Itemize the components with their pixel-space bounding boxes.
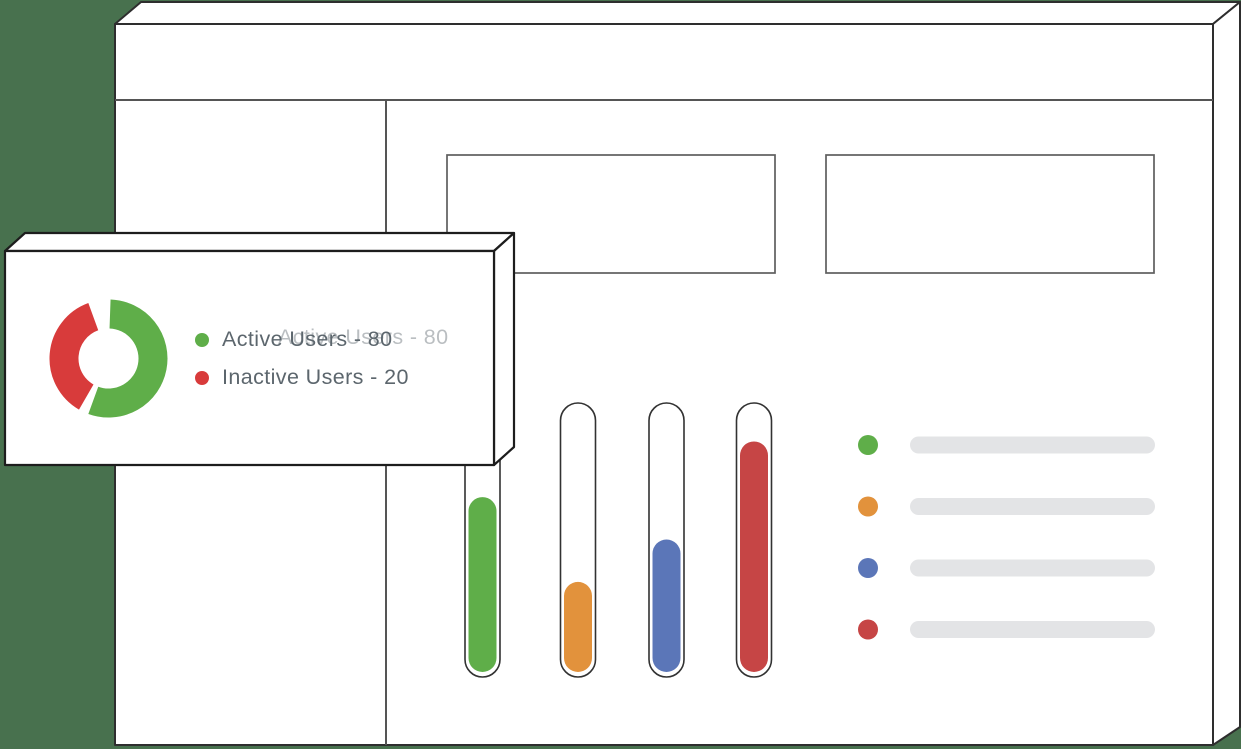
- tube-bar-chart: [464, 402, 773, 678]
- donut-legend-label-active: Active Users - 80: [222, 327, 393, 351]
- chart-legend-placeholder: [858, 435, 1155, 640]
- window-right-face: [1212, 1, 1241, 746]
- donut-segment-active: [88, 299, 168, 418]
- tube-fill-green: [468, 497, 497, 672]
- legend-placeholder-bar-2: [910, 498, 1155, 515]
- legend-dot-orange: [858, 496, 878, 517]
- window-top-face: [114, 1, 1241, 25]
- donut-legend-label-inactive: Inactive Users - 20: [222, 365, 409, 389]
- legend-placeholder-bar-1: [910, 436, 1155, 454]
- legend-dot-red: [858, 619, 878, 640]
- donut-segment-inactive: [49, 303, 99, 410]
- donut-legend-dot-active: [195, 333, 209, 347]
- donut-legend-label-active-ghost: Active Users - 80: [278, 325, 449, 349]
- legend-placeholder-bar-3: [910, 559, 1155, 577]
- legend-dot-green: [858, 435, 878, 455]
- popup-front-face: [3, 249, 496, 467]
- popup-top-face: [3, 231, 516, 253]
- legend-placeholder-bar-4: [910, 621, 1155, 638]
- legend-dot-blue: [858, 558, 878, 578]
- stat-card-2: [825, 154, 1155, 274]
- popup-card: [3, 231, 516, 467]
- tube-fill-red: [740, 441, 768, 672]
- donut-legend-dot-inactive: [195, 371, 209, 385]
- donut-chart: [49, 299, 168, 418]
- popup-right-face: [492, 231, 516, 467]
- tube-fill-blue: [652, 539, 681, 672]
- tube-fill-orange: [564, 581, 592, 672]
